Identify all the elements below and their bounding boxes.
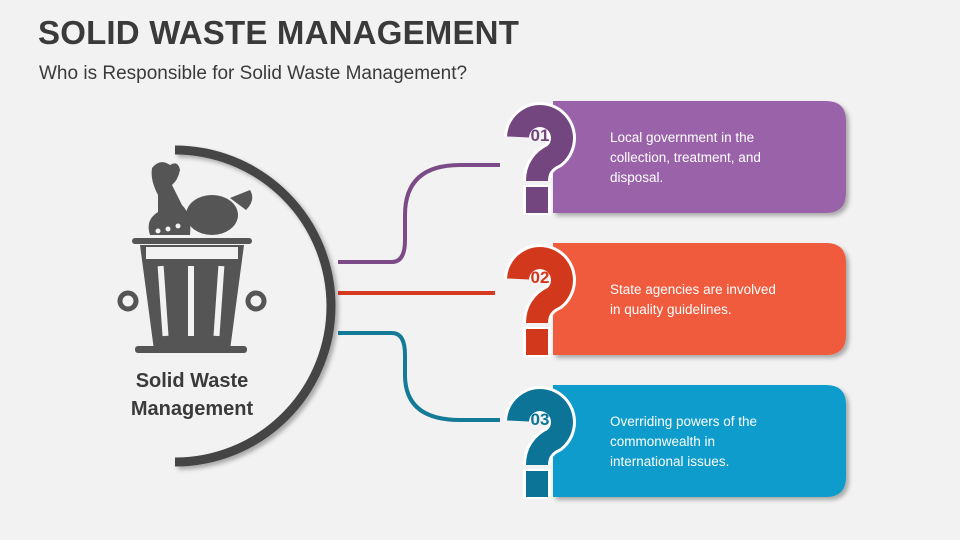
connector-1 (338, 163, 500, 264)
item-text-line: disposal. (610, 170, 663, 185)
item-number: 01 (531, 126, 550, 145)
item-text-line: in quality guidelines. (610, 302, 732, 317)
card-background (553, 385, 846, 497)
item-number: 02 (531, 268, 550, 287)
center-label-line2: Management (131, 398, 254, 420)
connector-3 (338, 331, 500, 422)
center-arc (174, 145, 336, 467)
card-background (553, 101, 846, 213)
item-text-line: Local government in the (610, 130, 754, 145)
item-text-line: State agencies are involved (610, 282, 776, 297)
center-label-line1: Solid Waste (136, 370, 249, 392)
item-text-line: commonwealth in (610, 434, 715, 449)
page-subtitle: Who is Responsible for Solid Waste Manag… (39, 63, 468, 84)
question-mark-icon (504, 102, 576, 215)
card-background (553, 243, 846, 355)
item-card-3: 03 Overriding powers of the commonwealth i… (504, 385, 846, 499)
item-text-line: collection, treatment, and (610, 150, 761, 165)
item-text-line: international issues. (610, 454, 729, 469)
item-number: 03 (531, 410, 550, 429)
question-mark-icon (504, 244, 576, 357)
trash-bin-with-food-waste-icon (117, 162, 267, 353)
item-text-line: Overriding powers of the (610, 414, 757, 429)
page-title: SOLID WASTE MANAGEMENT (38, 14, 520, 51)
question-mark-icon (504, 386, 576, 499)
item-card-1: 01 Local government in the collection, tre… (504, 101, 846, 215)
